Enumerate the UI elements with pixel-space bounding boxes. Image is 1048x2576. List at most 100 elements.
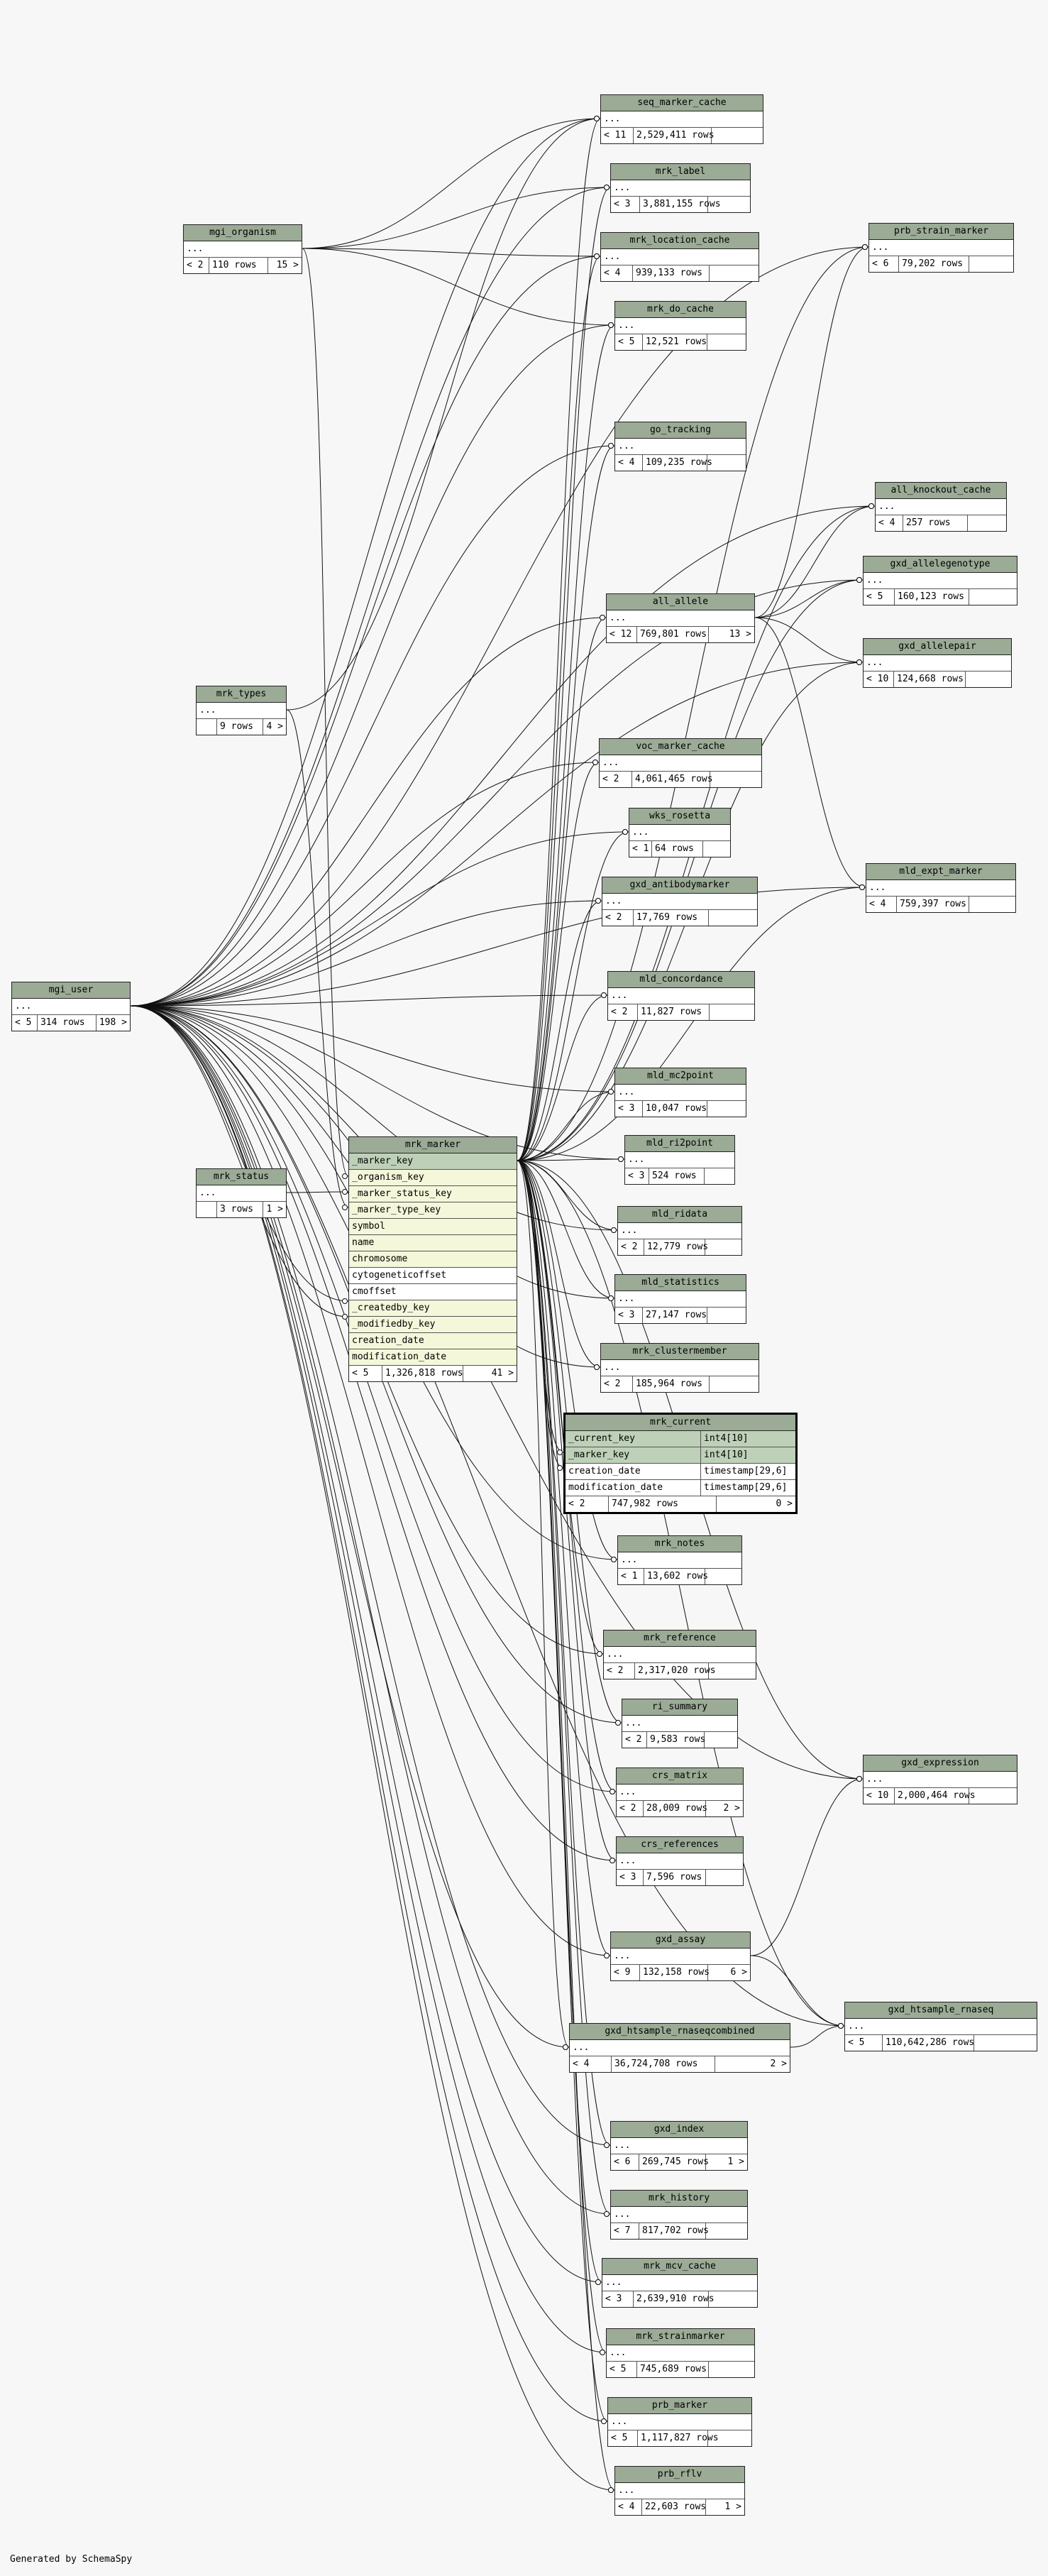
table-name: go_tracking [615,422,746,439]
relation-mgi-organism-mrk_location_cache [302,248,601,257]
relation-mgi-organism-mrk_label [302,187,611,249]
relation-mrk-marker-mrk_location_cache [517,256,601,1161]
column-marker-type-key: _marker_type_key [349,1202,517,1219]
table-name: mld_concordance [608,972,754,988]
row-count: 132,158 rows [640,1965,710,1980]
relation-mgi-user-mrk_mcv_cache [130,1005,602,2283]
row-count: 79,202 rows [899,256,969,272]
relation-mgi-user-mld_concordance [130,994,608,1007]
child-count [707,334,746,350]
table-name: all_knockout_cache [876,483,1006,499]
column-count: < 3 [615,1308,643,1323]
crowfoot-marker [604,185,610,190]
column-count: < 3 [625,1168,649,1184]
row-count: 9,583 rows [647,1732,705,1748]
crowfoot-marker [608,2487,614,2493]
relation-mgi-user-mrk_do_cache [130,324,615,1007]
child-count: 2 > [723,1803,740,1814]
table-name: gxd_htsample_rnaseqcombined [570,2024,790,2040]
column-count: < 2 [622,1732,647,1748]
column-cytogeneticoffset: cytogeneticoffset [349,1268,517,1284]
table-name: mld_ridata [618,1207,741,1223]
column-name: modification_date [568,1482,663,1493]
row-count: 11,827 rows [638,1004,710,1020]
row-count: 2,000,464 rows [895,1788,976,1804]
relation-mgi-user-mrk_history [130,1005,611,2215]
relation-mgi-user-all_knockout_cache [130,505,876,1007]
child-count: 15 > [276,260,299,270]
ellipsis-row: ... [607,2345,754,2362]
crowfoot-marker [622,829,628,835]
child-count [969,589,1017,605]
child-count: 4 > [266,721,283,732]
crowfoot-marker [604,2211,610,2217]
row-count: 4,061,465 rows [632,772,713,787]
relation-mgi-user-mld_mc2point [130,1005,615,1092]
table-name: prb_rflv [615,2467,744,2483]
relation-mgi-organism-mrk-marker [302,248,349,1177]
table-name: prb_marker [608,2398,751,2414]
ellipsis-row: ... [600,755,761,772]
column-count: < 2 [608,1004,638,1020]
table-mrk-marker[interactable]: mrk_marker_marker_key_organism_key_marke… [348,1136,517,1382]
relation-gxd-assay-gxd_htsample_rnaseq [750,1955,845,2027]
row-count: 109,235 rows [643,455,712,471]
crowfoot-marker [595,898,601,904]
table-name: mrk_mcv_cache [602,2259,757,2275]
column-count: < 9 [611,1965,640,1980]
relation-mgi-user-gxd_allelegenotype [130,579,864,1007]
column-count: < 5 [864,589,895,605]
column-type: timestamp[29,6] [700,1464,787,1479]
child-count [705,1239,741,1255]
ellipsis-row: ... [615,318,746,334]
ellipsis-row: ... [845,2019,1037,2035]
